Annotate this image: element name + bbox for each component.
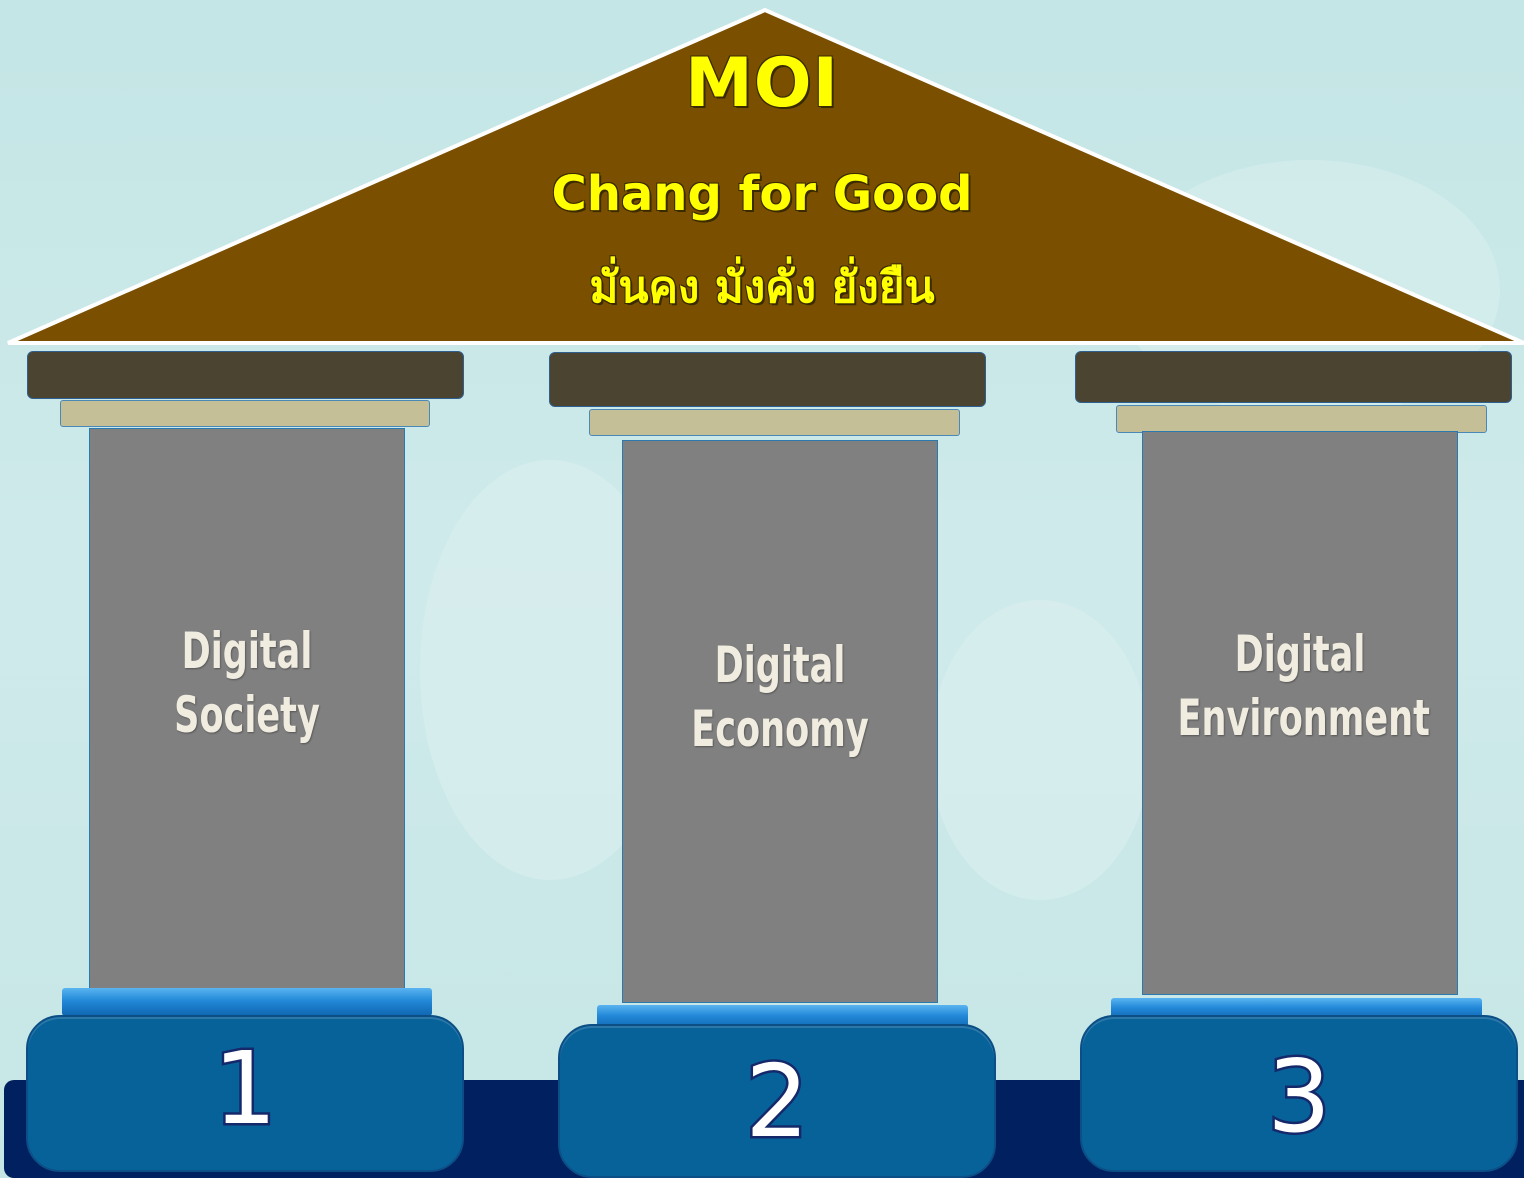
- pillar-capital-band: [60, 400, 430, 427]
- pillar-base: 3: [1080, 1015, 1518, 1172]
- pillar-label: Digital Environment: [1177, 622, 1430, 750]
- pillar-label-line2: Environment: [1177, 689, 1430, 747]
- pillar-shaft: Digital Society: [89, 428, 405, 990]
- pillar-number: 2: [743, 1043, 812, 1160]
- pillar-number: 3: [1265, 1038, 1334, 1155]
- pillar-capital: [549, 352, 986, 407]
- pillar-capital-band: [1116, 405, 1487, 433]
- pillar-shaft: Digital Economy: [622, 440, 938, 1003]
- background-map-shape: [930, 600, 1150, 900]
- pillar-label-line2: Economy: [691, 700, 869, 758]
- pillar-label-line1: Digital: [181, 622, 313, 680]
- pillar-shaft: Digital Environment: [1142, 431, 1458, 995]
- pillar-label-line1: Digital: [714, 636, 846, 694]
- pillar-label: Digital Society: [125, 619, 370, 747]
- pillar-capital: [1075, 351, 1512, 403]
- pillar-base: 2: [558, 1024, 996, 1178]
- pillar-base-strip: [62, 988, 432, 1016]
- pillar-label-line2: Society: [174, 686, 320, 744]
- roof-subtitle: Chang for Good: [551, 166, 973, 222]
- roof-triangle: [7, 7, 1524, 345]
- roof-thai-slogan: มั่นคง มั่งคั่ง ยั่งยืน: [589, 262, 935, 313]
- pillar-base-strip: [1111, 998, 1482, 1020]
- roof: [7, 7, 1524, 345]
- pillar-label: Digital Economy: [658, 633, 903, 761]
- pillar-base: 1: [26, 1015, 464, 1172]
- pillar-label-line1: Digital: [1234, 625, 1366, 683]
- pillar-capital-band: [589, 409, 960, 436]
- pillar-capital: [27, 351, 464, 399]
- roof-title: MOI: [685, 44, 839, 123]
- pillar-number: 1: [211, 1030, 280, 1147]
